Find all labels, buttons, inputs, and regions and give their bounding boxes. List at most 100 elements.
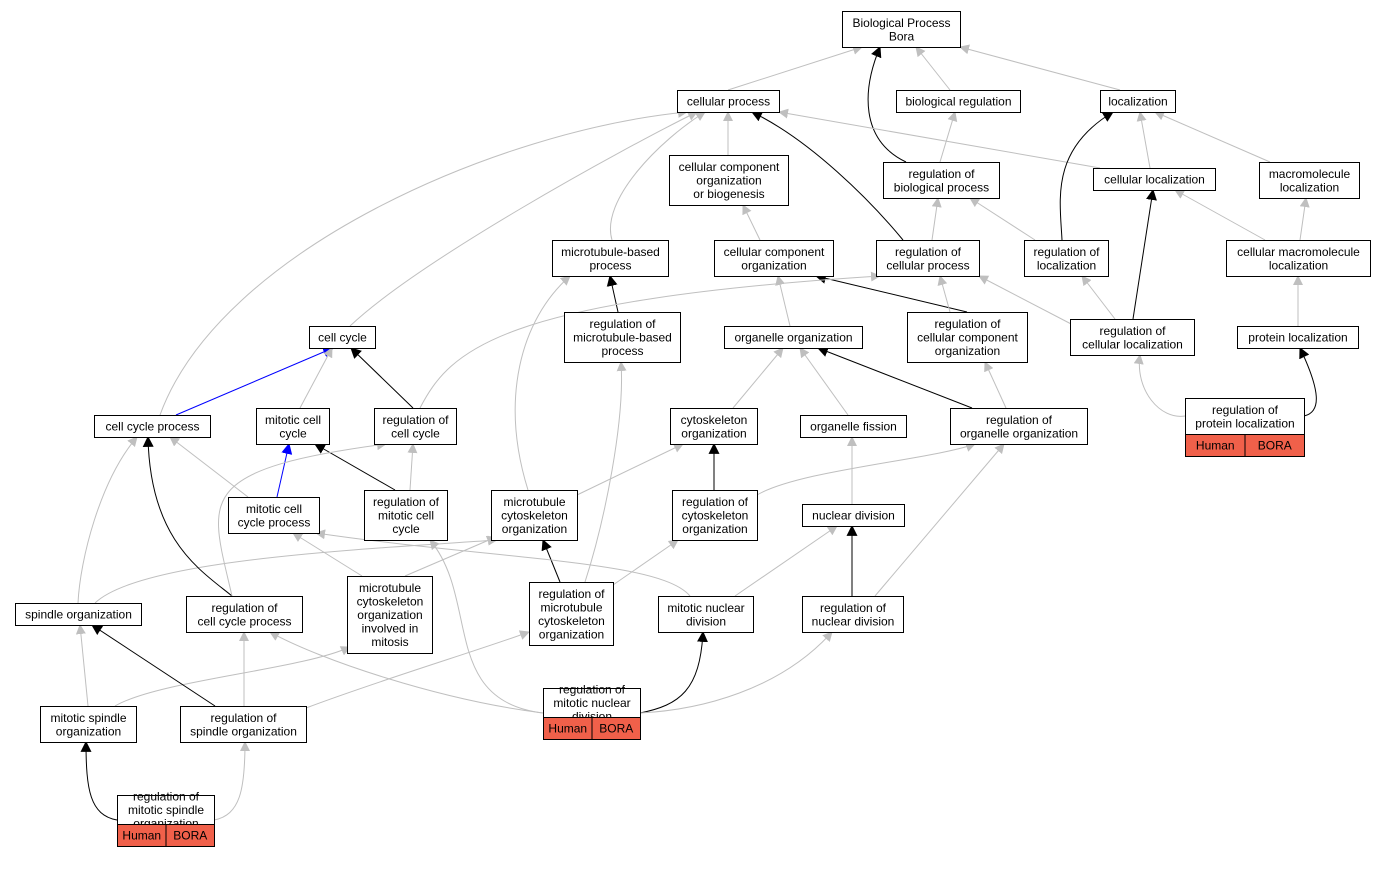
edge-n37-to-n33 <box>114 646 351 707</box>
edge-n24-to-n16 <box>984 361 1007 409</box>
edge-n3-to-n0 <box>959 44 1121 91</box>
edge-n32-to-n21 <box>217 440 387 597</box>
node-label-line: cellular component <box>724 245 825 259</box>
go-term-node[interactable]: microtubulecytoskeletonorganizationinvol… <box>347 576 433 654</box>
go-term-node[interactable]: organelle fission <box>800 415 907 438</box>
node-label-line: organization <box>935 344 1000 358</box>
node-label-line: regulation of <box>1099 324 1166 338</box>
annotation-tag-box <box>1244 434 1305 457</box>
go-term-node[interactable]: regulation ofmicrotubulecytoskeletonorga… <box>529 582 614 646</box>
node-label-line: organization <box>357 608 422 622</box>
node-box <box>117 795 215 825</box>
go-term-node[interactable]: cellular process <box>677 90 780 113</box>
node-label-line: organelle fission <box>810 420 897 434</box>
go-term-node[interactable]: nuclear division <box>802 504 905 527</box>
go-term-node[interactable]: protein localization <box>1237 326 1359 349</box>
node-label-line: cytoskeleton <box>682 509 749 523</box>
node-label-line: involved in <box>362 622 419 636</box>
edge-n28-to-n22 <box>576 443 684 496</box>
node-box <box>1185 398 1305 435</box>
node-label-line: cellular localization <box>1082 337 1183 351</box>
edge-n26-to-n20 <box>276 442 293 498</box>
node-box <box>180 706 307 743</box>
node-label-line: nuclear division <box>812 509 895 523</box>
node-label-line: cytoskeleton <box>357 595 424 609</box>
edge-n7-to-n3 <box>1154 111 1271 163</box>
edge-n26-to-n19 <box>169 436 249 498</box>
go-term-node[interactable]: organelle organization <box>724 326 863 349</box>
edge-n38-to-n34 <box>305 630 530 709</box>
go-term-node[interactable]: biological regulation <box>896 90 1021 113</box>
node-box <box>15 603 142 626</box>
node-label-line: localization <box>1037 258 1096 272</box>
node-label-line: microtubule-based <box>561 245 660 259</box>
edge-n5-to-n2 <box>939 111 958 163</box>
node-label-line: regulation of <box>934 317 1001 331</box>
edge-n10-to-n5 <box>931 197 942 241</box>
node-box <box>552 240 669 277</box>
node-box <box>564 312 681 363</box>
node-box <box>802 596 904 633</box>
node-label-line: organization <box>741 258 806 272</box>
node-label-line: spindle organization <box>25 608 132 622</box>
node-label-line: regulation of <box>382 413 449 427</box>
node-label-line: spindle organization <box>190 724 297 738</box>
annotation-tag-human: Human <box>548 722 587 736</box>
node-label-line: mitotic cell <box>378 509 434 523</box>
node-label-line: microtubule <box>359 581 421 595</box>
edge-n16-to-n9 <box>814 272 968 313</box>
node-box <box>94 415 211 438</box>
node-label-line: nuclear division <box>812 614 895 628</box>
node-label-line: organization <box>682 522 747 536</box>
edge-n19-to-n13 <box>175 346 335 416</box>
edge-n12-to-n6 <box>1174 189 1266 241</box>
node-label-line: protein localization <box>1195 416 1294 430</box>
node-label-line: mitotic cell <box>246 502 302 516</box>
go-term-node[interactable]: cell cycle <box>309 326 376 349</box>
node-box <box>714 240 834 277</box>
go-term-node[interactable]: cell cycle process <box>94 415 211 438</box>
node-box <box>802 504 905 527</box>
go-term-node[interactable]: localization <box>1100 90 1176 113</box>
go-term-node[interactable]: spindle organization <box>15 603 142 626</box>
node-label-line: regulation of <box>589 317 656 331</box>
node-box <box>374 408 457 445</box>
node-box <box>724 326 863 349</box>
edge-n28-to-n8 <box>514 275 571 491</box>
node-label-line: division <box>686 614 726 628</box>
node-label-line: mitotic cell <box>265 413 321 427</box>
node-label-line: cellular process <box>687 95 770 109</box>
node-label-line: protein localization <box>1248 331 1347 345</box>
node-label-line: organization <box>539 627 604 641</box>
go-term-node[interactable]: cellular localization <box>1093 168 1216 191</box>
node-box <box>896 90 1021 113</box>
